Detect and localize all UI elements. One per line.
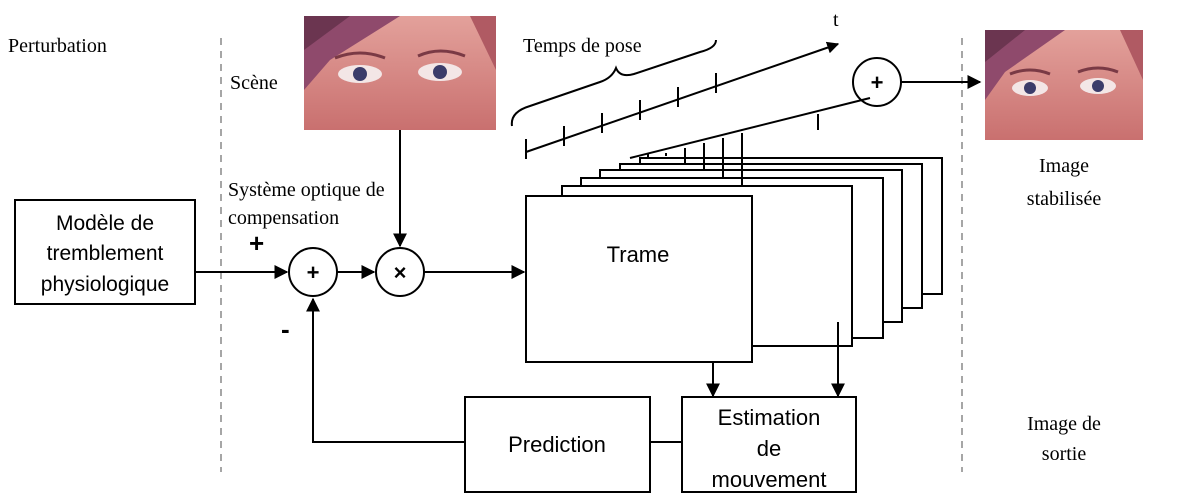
output-image-label-line2: sortie xyxy=(1042,443,1087,465)
physiological-tremor-model-box xyxy=(14,199,196,305)
exposure-time-label: Temps de pose xyxy=(523,35,642,57)
frame-label: Trame xyxy=(607,242,670,267)
prediction-label: Prediction xyxy=(508,432,606,457)
plus-sign-label: + xyxy=(249,228,264,258)
sum-node-symbol: + xyxy=(307,260,320,285)
time-axis-ticks xyxy=(525,73,717,159)
motion-estimation-box xyxy=(681,396,857,493)
optical-system-label-line2: compensation xyxy=(228,207,339,229)
exposure-brace xyxy=(510,39,717,127)
stabilized-image-label-line2: stabilisée xyxy=(1027,188,1102,210)
stabilized-image-label-line1: Image xyxy=(1039,155,1089,177)
perturbation-label: Perturbation xyxy=(8,35,107,57)
arrow-prediction-feedback xyxy=(306,297,465,443)
output-image-label-line1: Image de xyxy=(1027,413,1101,435)
stabilized-image xyxy=(985,30,1143,140)
output-sum-node-symbol: + xyxy=(871,70,884,95)
time-axis-label: t xyxy=(833,9,839,31)
model-label-line1: Modèle de xyxy=(56,212,154,235)
scene-image xyxy=(304,16,496,130)
time-axis-arrow xyxy=(525,41,840,153)
frame-connectors xyxy=(629,97,871,186)
optical-system-label-line1: Système optique de xyxy=(228,179,385,201)
minus-sign-label: - xyxy=(281,314,290,344)
scene-label: Scène xyxy=(230,72,278,94)
prediction-box xyxy=(464,396,651,493)
estimation-label-line2: de xyxy=(757,436,781,461)
model-label-line3: physiologique xyxy=(41,273,169,296)
multiply-node-symbol: × xyxy=(394,260,407,285)
model-label-line2: tremblement xyxy=(47,242,164,265)
estimation-label-line1: Estimation xyxy=(718,405,821,430)
frame-stack xyxy=(525,157,943,363)
estimation-label-line3: mouvement xyxy=(712,467,827,492)
